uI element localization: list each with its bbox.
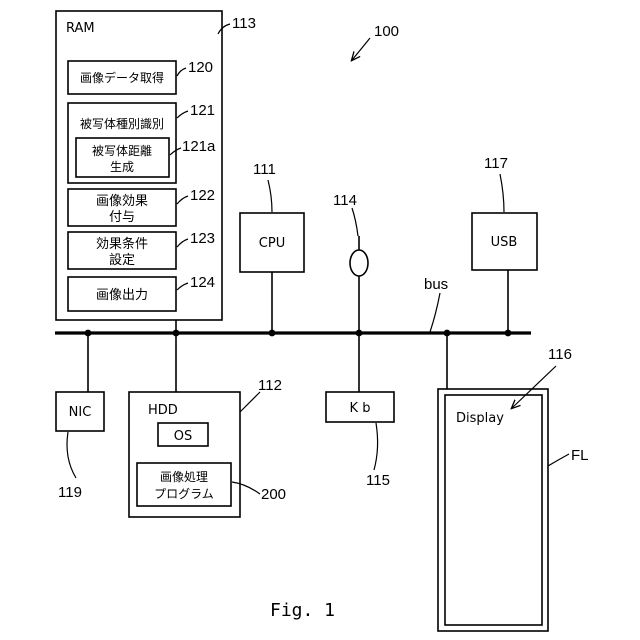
module-effect-condition-label-2: 設定: [109, 252, 135, 268]
module-effect-condition-label-1: 効果条件: [96, 236, 148, 252]
module-image-effect-ref: 122: [190, 187, 215, 204]
module-effect-condition-ref: 123: [190, 230, 215, 247]
kb-block: K b 115: [326, 392, 394, 489]
nic-label: NIC: [69, 405, 92, 420]
program-ref: 200: [261, 486, 286, 503]
module-image-effect-label-1: 画像効果: [96, 194, 148, 209]
ram-ref: 113: [232, 15, 256, 32]
figure-caption: Fig. 1: [270, 600, 335, 621]
connector-block: 114: [333, 192, 368, 333]
module-image-output-label: 画像出力: [96, 288, 148, 303]
display-label: Display: [456, 411, 504, 426]
program-label-1: 画像処理: [160, 470, 208, 484]
module-image-output-ref: 124: [190, 274, 215, 291]
module-subject-type-identification-label: 被写体種別識別: [80, 117, 164, 131]
cpu-ref-leader: [268, 180, 272, 212]
hdd-ref: 112: [258, 377, 282, 394]
cpu-label: CPU: [259, 236, 285, 251]
module-subject-type-identification-ref: 121: [190, 102, 215, 119]
cpu-ref: 111: [253, 161, 276, 178]
module-subject-distance-generation-label-1: 被写体距離: [92, 144, 152, 158]
hdd-label: HDD: [148, 403, 178, 418]
nic-ref: 119: [58, 484, 82, 501]
usb-block: USB 117: [472, 155, 537, 270]
nic-ref-leader: [67, 432, 76, 478]
bus-label: bus: [424, 276, 448, 293]
system-ref: 100: [374, 23, 399, 40]
display-block: Display 116 FL: [438, 346, 589, 631]
kb-ref-leader: [374, 423, 378, 470]
junction-ram-hdd: [173, 330, 180, 337]
usb-label: USB: [491, 235, 518, 250]
display-frame-ref: FL: [571, 447, 589, 464]
connector-ref: 114: [333, 192, 357, 209]
module-image-data-acquisition-ref: 120: [188, 59, 213, 76]
module-subject-distance-generation-ref: 121a: [182, 138, 216, 155]
connector-icon: [350, 250, 368, 276]
module-image-data-acquisition-label: 画像データ取得: [80, 70, 164, 85]
hdd-block: HDD 112 OS 画像処理 プログラム 200: [129, 377, 286, 517]
cpu-block: CPU 111: [240, 161, 304, 272]
module-subject-distance-generation-label-2: 生成: [110, 160, 134, 174]
junction-usb: [505, 330, 512, 337]
ram-title: RAM: [66, 21, 95, 36]
nic-block: NIC 119: [56, 392, 104, 501]
connector-ref-leader: [352, 208, 358, 236]
kb-ref: 115: [366, 472, 390, 489]
os-label: OS: [174, 429, 192, 444]
display-ref: 116: [548, 346, 572, 363]
kb-label: K b: [350, 401, 371, 416]
usb-ref-leader: [500, 174, 504, 212]
junction-kb: [356, 330, 363, 337]
ram-block: RAM 113 画像データ取得 120 被写体種別識別 121 被写体距離 生成…: [56, 11, 256, 320]
system-ref-arrow: [352, 38, 370, 60]
junction-cpu: [269, 330, 276, 337]
program-label-2: プログラム: [154, 487, 214, 501]
module-image-effect-label-2: 付与: [109, 210, 135, 225]
hdd-ref-leader: [240, 392, 260, 412]
junction-display: [444, 330, 451, 337]
display-frame-ref-leader: [548, 454, 569, 466]
junction-nic: [85, 330, 92, 337]
bus-label-leader: [430, 293, 440, 332]
display-inner-frame: [445, 395, 542, 625]
usb-ref: 117: [484, 155, 508, 172]
